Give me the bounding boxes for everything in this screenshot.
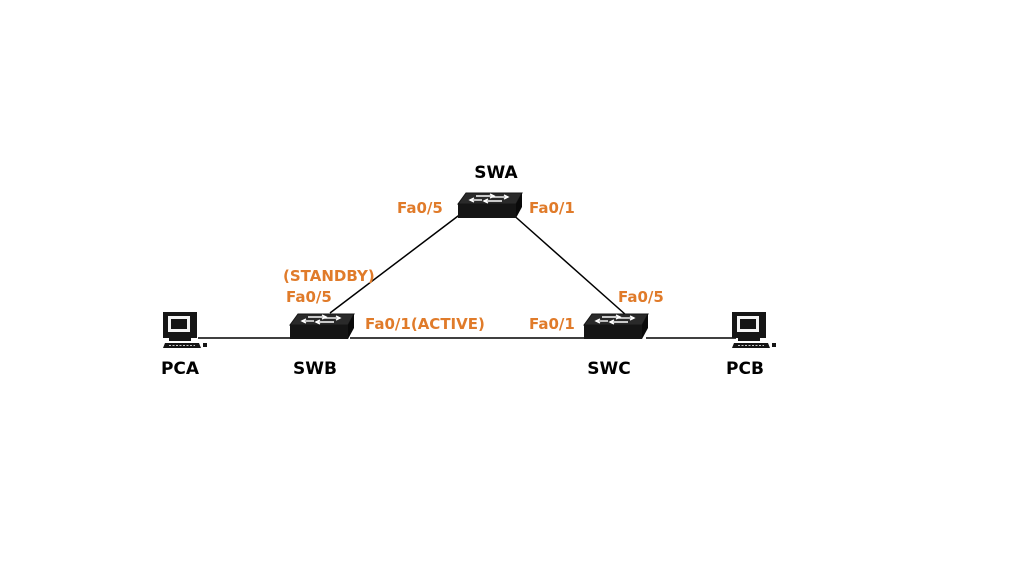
port-label-swc-fa0-5: Fa0/5 (618, 288, 664, 306)
pc-icon-pca[interactable] (162, 311, 208, 349)
switch-icon-swc[interactable] (583, 313, 649, 340)
port-label-swa-fa0-5: Fa0/5 (397, 199, 443, 217)
node-label-swa: SWA (474, 163, 518, 183)
node-label-pcb: PCB (726, 359, 764, 379)
link-swa-swc (509, 211, 627, 316)
link-swb-swa (329, 212, 463, 314)
node-label-pca: PCA (161, 359, 200, 379)
pc-icon-pcb[interactable] (731, 311, 777, 349)
node-label-swc: SWC (587, 359, 630, 379)
node-label-swb: SWB (293, 359, 337, 379)
port-label-swb-fa0-1-active: Fa0/1(ACTIVE) (365, 315, 485, 333)
port-label-swc-fa0-1: Fa0/1 (529, 315, 575, 333)
port-label-swb-fa0-5: Fa0/5 (286, 288, 332, 306)
port-label-swb-standby-state: (STANDBY) (283, 267, 375, 285)
switch-icon-swb[interactable] (289, 313, 355, 340)
switch-icon-swa[interactable] (457, 192, 523, 219)
port-label-swa-fa0-1: Fa0/1 (529, 199, 575, 217)
